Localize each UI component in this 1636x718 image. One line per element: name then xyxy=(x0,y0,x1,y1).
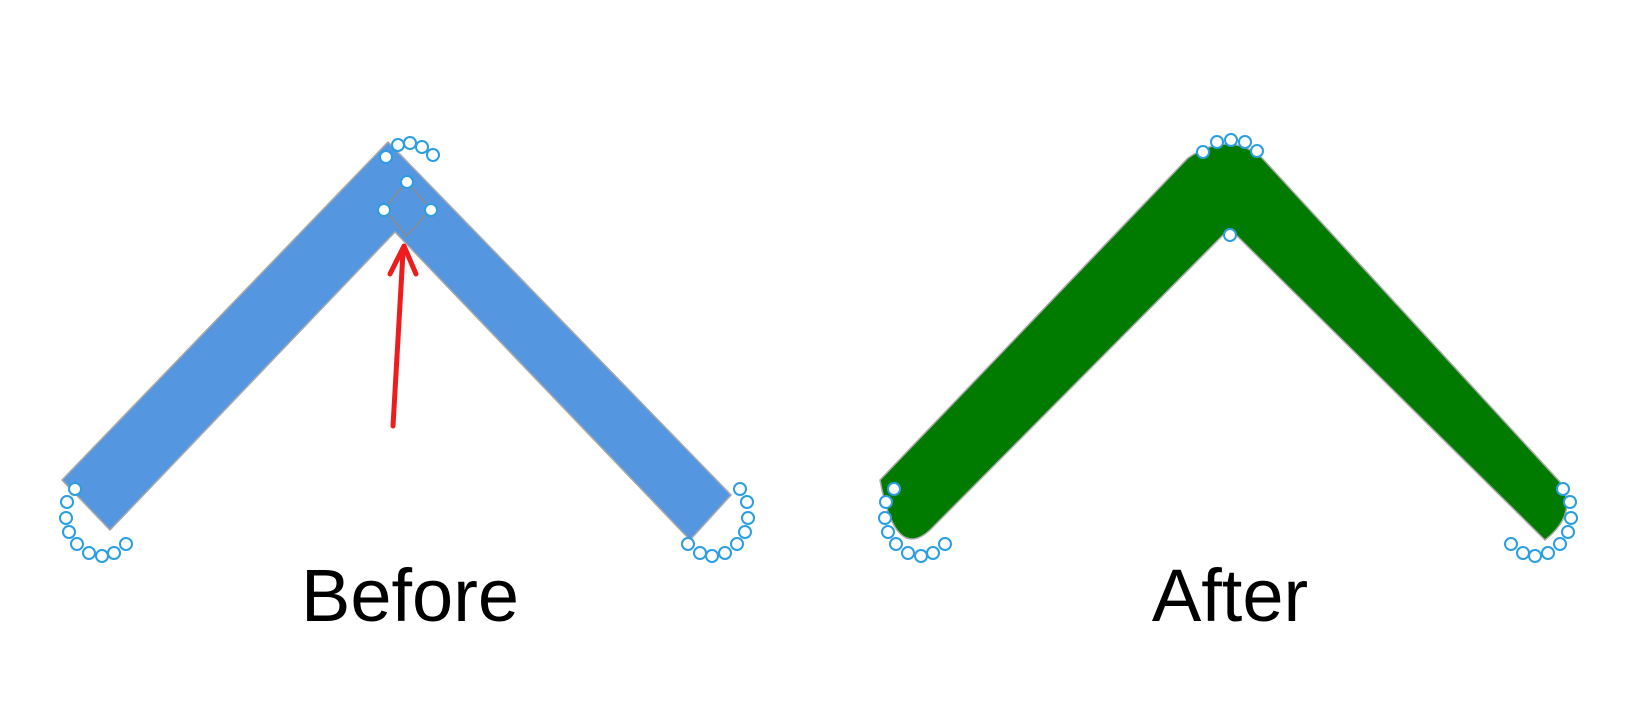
vertex-handle-icon[interactable] xyxy=(377,203,391,217)
before-panel xyxy=(59,136,755,563)
vertex-handle-icon[interactable] xyxy=(68,482,82,496)
after-chevron-shape xyxy=(879,143,1568,542)
vertex-handle-icon[interactable] xyxy=(926,546,940,560)
vertex-handle-icon[interactable] xyxy=(1556,482,1570,496)
vertex-handle-icon[interactable] xyxy=(1238,135,1252,149)
vertex-handle-icon[interactable] xyxy=(62,525,76,539)
vertex-handle-icon[interactable] xyxy=(879,495,893,509)
vertex-handle-icon[interactable] xyxy=(1196,145,1210,159)
vertex-handle-icon[interactable] xyxy=(878,511,892,525)
vertex-handle-icon[interactable] xyxy=(424,203,438,217)
vertex-handle-icon[interactable] xyxy=(426,148,440,162)
vertex-handle-icon[interactable] xyxy=(1553,537,1567,551)
vertex-handle-icon[interactable] xyxy=(733,482,747,496)
vertex-handle-icon[interactable] xyxy=(59,511,73,525)
vertex-handle-icon[interactable] xyxy=(1504,537,1518,551)
vertex-handle-icon[interactable] xyxy=(718,546,732,560)
vertex-handle-icon[interactable] xyxy=(1210,135,1224,149)
vertex-handle-icon[interactable] xyxy=(881,525,895,539)
vertex-handle-icon[interactable] xyxy=(119,537,133,551)
vertex-handle-icon[interactable] xyxy=(415,140,429,154)
vertex-handle-icon[interactable] xyxy=(1528,549,1542,563)
vertex-handle-icon[interactable] xyxy=(738,525,752,539)
vertex-handle-icon[interactable] xyxy=(705,549,719,563)
vertex-handle-icon[interactable] xyxy=(901,546,915,560)
vertex-handle-icon[interactable] xyxy=(1224,133,1238,147)
vertex-handle-icon[interactable] xyxy=(391,138,405,152)
vertex-handle-icon[interactable] xyxy=(887,482,901,496)
vertex-handle-icon[interactable] xyxy=(681,537,695,551)
vertex-handle-icon[interactable] xyxy=(1223,228,1237,242)
vertex-handle-icon[interactable] xyxy=(741,511,755,525)
vertex-handle-icon[interactable] xyxy=(379,150,393,164)
vertex-handle-icon[interactable] xyxy=(107,546,121,560)
vertex-handle-icon[interactable] xyxy=(1561,525,1575,539)
vertex-handle-icon[interactable] xyxy=(938,537,952,551)
vertex-handle-icon[interactable] xyxy=(730,537,744,551)
vertex-handle-icon[interactable] xyxy=(400,175,414,189)
vertex-handle-icon[interactable] xyxy=(889,537,903,551)
vertex-handle-icon[interactable] xyxy=(914,549,928,563)
vertex-handle-icon[interactable] xyxy=(70,537,84,551)
vertex-handle-icon[interactable] xyxy=(403,136,417,150)
vertex-handle-icon[interactable] xyxy=(82,546,96,560)
after-panel xyxy=(878,133,1578,563)
after-label: After xyxy=(1151,554,1309,637)
arrow-up-icon xyxy=(387,243,419,429)
vertex-handle-icon[interactable] xyxy=(60,495,74,509)
vertex-handle-icon[interactable] xyxy=(1541,546,1555,560)
vertex-handle-icon[interactable] xyxy=(95,549,109,563)
vertex-handle-icon[interactable] xyxy=(1250,144,1264,158)
vertex-handle-icon[interactable] xyxy=(1563,495,1577,509)
vertex-handle-icon[interactable] xyxy=(693,546,707,560)
before-vertex-handles xyxy=(59,136,755,563)
before-corner-diamond xyxy=(383,180,433,238)
vertex-handle-icon[interactable] xyxy=(740,495,754,509)
after-vertex-handles xyxy=(878,133,1578,563)
vertex-handle-icon[interactable] xyxy=(1564,511,1578,525)
vertex-handle-icon[interactable] xyxy=(1516,546,1530,560)
before-label: Before xyxy=(300,554,520,637)
